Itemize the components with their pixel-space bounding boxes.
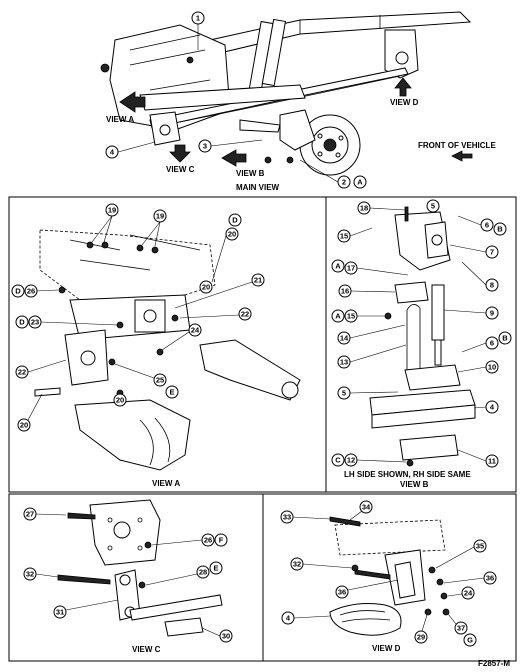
callout-14: 14 bbox=[340, 334, 349, 343]
view-b-title: VIEW B bbox=[400, 480, 429, 489]
view-b-arrow: VIEW B bbox=[221, 149, 265, 178]
callout-2: 2 bbox=[342, 178, 346, 187]
callout-19: 19 bbox=[108, 206, 116, 215]
callout-letter-d: D bbox=[19, 318, 25, 327]
callout-27: 27 bbox=[26, 510, 34, 519]
callout-13: 13 bbox=[340, 358, 348, 367]
callout-letter-d: D bbox=[15, 287, 21, 296]
callout-37: 37 bbox=[457, 624, 465, 633]
view-c-arrow-label: VIEW C bbox=[166, 165, 195, 174]
callout-15: 15 bbox=[340, 232, 348, 241]
callout-15: 15 bbox=[347, 312, 355, 321]
front-of-vehicle-indicator: FRONT OF VEHICLE bbox=[418, 141, 496, 162]
callout-letter-b: B bbox=[497, 225, 503, 234]
view-c-arrow: VIEW C bbox=[166, 144, 195, 174]
callout-19: 19 bbox=[156, 212, 164, 221]
view-d-arrow: VIEW D bbox=[390, 77, 419, 107]
callout-20: 20 bbox=[116, 396, 124, 405]
callout-letter-g: G bbox=[467, 636, 473, 645]
callout-7: 7 bbox=[490, 248, 494, 257]
view-d: 33 34 35 32 36 36 4 24 29 37 G VIEW D bbox=[280, 500, 497, 653]
callout-30: 30 bbox=[222, 632, 230, 641]
callout-26: 26 bbox=[27, 287, 35, 296]
callout-20: 20 bbox=[202, 283, 210, 292]
view-a-arrow: VIEW A bbox=[106, 91, 146, 124]
callout-25: 25 bbox=[156, 376, 164, 385]
view-a-title: VIEW A bbox=[152, 479, 180, 488]
view-a-arrow-label: VIEW A bbox=[106, 115, 134, 124]
callout-18: 18 bbox=[360, 204, 368, 213]
callout-12: 12 bbox=[347, 456, 355, 465]
callout-36: 36 bbox=[338, 588, 346, 597]
callout-21: 21 bbox=[254, 276, 262, 285]
front-of-vehicle-label: FRONT OF VEHICLE bbox=[418, 141, 496, 150]
figure-id: F2857-M bbox=[478, 659, 510, 668]
callout-letter-e: E bbox=[213, 564, 218, 573]
callout-32: 32 bbox=[293, 560, 301, 569]
callout-9: 9 bbox=[490, 309, 494, 318]
callout-36: 36 bbox=[486, 574, 494, 583]
callout-17: 17 bbox=[347, 264, 355, 273]
callout-24: 24 bbox=[464, 589, 473, 598]
callout-22: 22 bbox=[241, 310, 249, 319]
callout-16: 16 bbox=[341, 287, 349, 296]
callout-5: 5 bbox=[342, 389, 346, 398]
callout-4: 4 bbox=[110, 148, 115, 157]
callout-20: 20 bbox=[20, 421, 28, 430]
callout-6: 6 bbox=[490, 339, 494, 348]
view-d-arrow-label: VIEW D bbox=[390, 98, 419, 107]
view-d-frame bbox=[262, 493, 517, 662]
callout-26: 26 bbox=[204, 536, 212, 545]
callout-10: 10 bbox=[488, 363, 496, 372]
callout-5: 5 bbox=[431, 202, 435, 211]
callout-23: 23 bbox=[31, 318, 39, 327]
callout-1: 1 bbox=[196, 14, 200, 23]
callout-34: 34 bbox=[362, 503, 371, 512]
callout-32: 32 bbox=[26, 570, 34, 579]
callout-3: 3 bbox=[203, 142, 207, 151]
callout-31: 31 bbox=[56, 608, 64, 617]
view-d-title: VIEW D bbox=[372, 644, 401, 653]
main-view: VIEW A VIEW C VIEW B VIEW D FRONT OF VEH… bbox=[100, 11, 496, 192]
callout-letter-e: E bbox=[169, 388, 174, 397]
callout-29: 29 bbox=[417, 633, 425, 642]
callout-4: 4 bbox=[286, 614, 291, 623]
main-view-title: MAIN VIEW bbox=[236, 183, 280, 192]
callout-8: 8 bbox=[490, 281, 494, 290]
callout-20: 20 bbox=[228, 230, 236, 239]
callout-letter-f: F bbox=[219, 536, 224, 545]
view-c: 27 26 F 32 28 E 31 30 VIEW C bbox=[23, 499, 233, 654]
callout-letter-a: A bbox=[357, 178, 363, 187]
view-c-title: VIEW C bbox=[132, 645, 161, 654]
callout-24: 24 bbox=[191, 326, 200, 335]
callout-35: 35 bbox=[476, 542, 484, 551]
main-callouts: 1 2 A 3 4 bbox=[105, 11, 367, 189]
view-b-arrow-label: VIEW B bbox=[236, 169, 265, 178]
view-b-caption: LH SIDE SHOWN, RH SIDE SAME bbox=[344, 470, 471, 479]
view-a: 19 19 D 20 20 D 26 21 22 D 23 24 25 E 22… bbox=[11, 203, 301, 488]
callout-letter-b: B bbox=[502, 334, 508, 343]
view-b: 18 5 6 B 15 7 A 17 8 16 A 15 9 14 6 B 13… bbox=[331, 199, 512, 489]
callout-letter-d: D bbox=[232, 216, 238, 225]
callout-4: 4 bbox=[490, 403, 495, 412]
callout-letter-c: C bbox=[335, 456, 341, 465]
callout-28: 28 bbox=[199, 568, 207, 577]
callout-33: 33 bbox=[283, 513, 291, 522]
callout-22: 22 bbox=[18, 368, 26, 377]
callout-11: 11 bbox=[488, 457, 496, 466]
callout-letter-a: A bbox=[335, 262, 341, 271]
view-b-frame bbox=[325, 196, 517, 493]
callout-letter-a: A bbox=[335, 312, 341, 321]
callout-6: 6 bbox=[485, 221, 489, 230]
